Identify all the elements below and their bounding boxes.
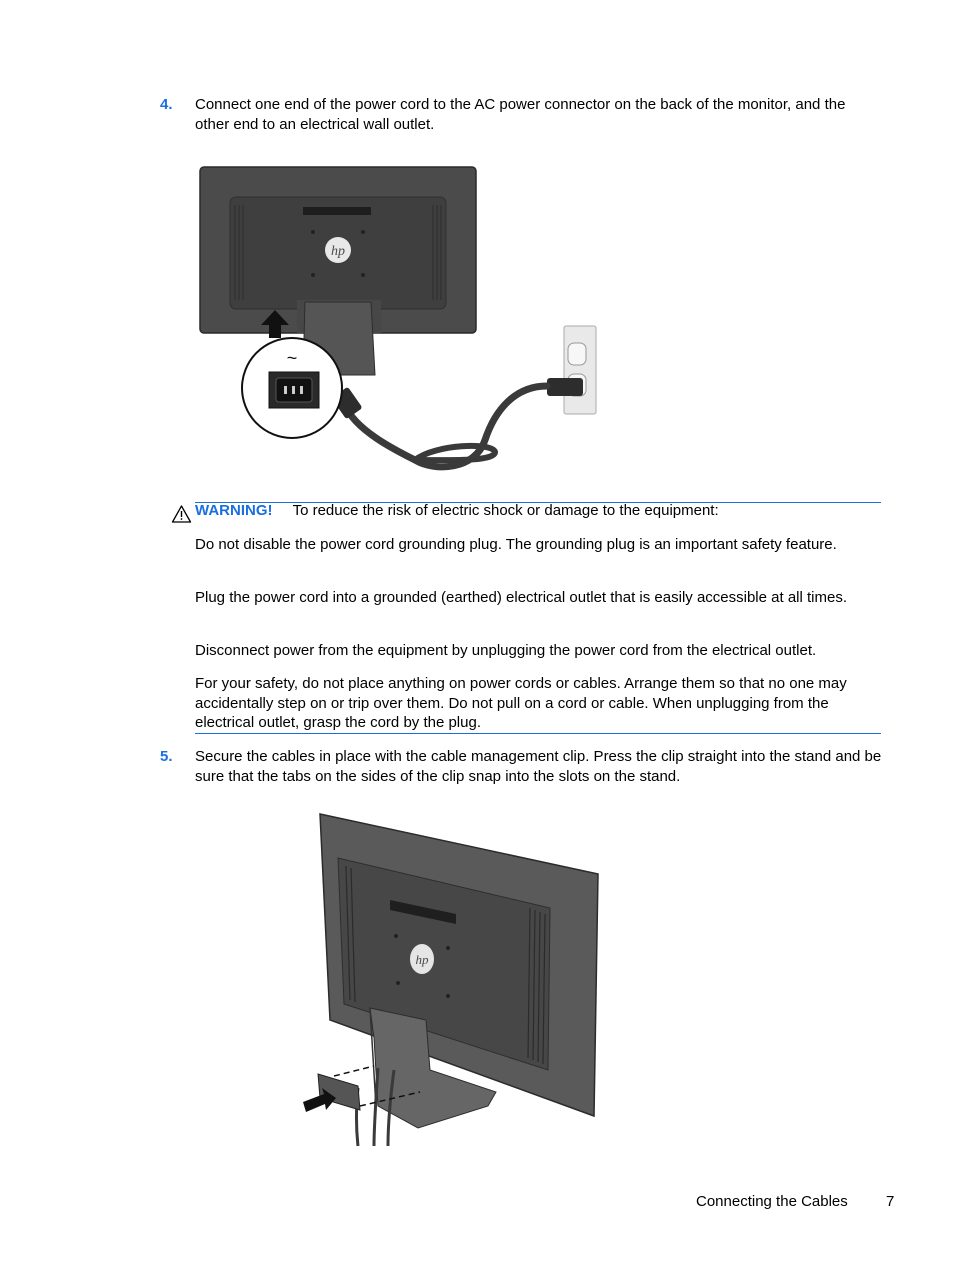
warning-label: WARNING! (195, 502, 273, 519)
hp-logo-icon: hp (325, 237, 351, 263)
hp-logo-icon: hp (410, 944, 434, 974)
warning-paragraph-1: Do not disable the power cord grounding … (195, 536, 837, 553)
step-4-text: Connect one end of the power cord to the… (195, 96, 846, 133)
right-arrow-icon (303, 1088, 336, 1112)
footer-section-title: Connecting the Cables (696, 1193, 848, 1210)
figure-cable-management-clip: hp (298, 808, 610, 1148)
warning-paragraph-4: For your safety, do not place anything o… (195, 675, 847, 731)
hp-logo-text: hp (331, 244, 345, 259)
hp-logo-text-2: hp (416, 952, 430, 967)
step-4-number: 4. (160, 96, 173, 113)
warning-intro: To reduce the risk of electric shock or … (292, 502, 719, 519)
up-arrow-icon (261, 310, 289, 338)
warning-paragraph-3: Disconnect power from the equipment by u… (195, 642, 817, 659)
step-5-text: Secure the cables in place with the cabl… (195, 748, 882, 785)
figure-power-cord-connection: hp ~ (195, 160, 605, 480)
warning-triangle-icon (171, 504, 192, 524)
warning-bottom-rule (195, 733, 881, 734)
warning-top-rule (195, 502, 881, 503)
footer-page-number: 7 (886, 1193, 895, 1210)
warning-paragraph-2: Plug the power cord into a grounded (ear… (195, 589, 848, 606)
ac-power-symbol-icon: ~ (287, 348, 298, 368)
warning-header: WARNING! To reduce the risk of electric … (195, 501, 885, 521)
step-5-number: 5. (160, 748, 173, 765)
